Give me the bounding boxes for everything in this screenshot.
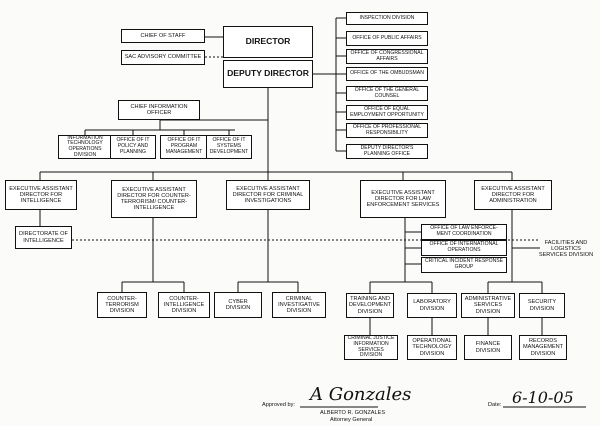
equal-employment-box: OFFICE OF EQUAL EMPLOYMENT OPPORTUNITY <box>346 105 428 120</box>
ead-counterterrorism-box: EXECUTIVE ASSISTANT DIRECTOR FOR COUNTER… <box>111 180 197 218</box>
director-box: DIRECTOR <box>223 26 313 58</box>
it-systems-box: OFFICE OF IT SYSTEMS DEVELOPMENT <box>206 135 252 159</box>
criminal-investigative-division-box: CRIMINAL INVESTIGATIVE DIVISION <box>272 292 326 318</box>
sac-advisory-box: SAC ADVISORY COMMITTEE <box>121 50 205 65</box>
signature: A Gonzales <box>310 384 412 405</box>
training-development-box: TRAINING AND DEVELOPMENT DIVISION <box>346 293 394 318</box>
facilities-logistics-box: FACILITIES AND LOGISTICS SERVICES DIVISI… <box>538 239 594 259</box>
it-program-box: OFFICE OF IT PROGRAM MANAGEMENT <box>160 135 208 159</box>
cio-box: CHIEF INFORMATION OFFICER <box>118 100 200 120</box>
ead-administration-box: EXECUTIVE ASSISTANT DIRECTOR FOR ADMINIS… <box>474 180 552 210</box>
law-enforcement-coordination-box: OFFICE OF LAW ENFORCE-MENT COORDINATION <box>421 224 507 240</box>
counterterrorism-division-box: COUNTER-TERRORISM DIVISION <box>97 292 147 318</box>
approved-by-label: Approved by: <box>262 402 295 408</box>
congressional-affairs-box: OFFICE OF CONGRESSIONAL AFFAIRS <box>346 49 428 64</box>
international-operations-box: OFFICE OF INTERNATIONAL OPERATIONS <box>421 240 507 256</box>
inspection-division-box: INSPECTION DIVISION <box>346 12 428 25</box>
laboratory-box: LABORATORY DIVISION <box>407 293 457 318</box>
planning-office-box: DEPUTY DIRECTOR'S PLANNING OFFICE <box>346 144 428 159</box>
deputy-director-box: DEPUTY DIRECTOR <box>223 60 313 88</box>
date-label: Date: <box>488 402 502 408</box>
professional-responsibility-box: OFFICE OF PROFESSIONAL RESPONSIBILITY <box>346 123 428 138</box>
public-affairs-box: OFFICE OF PUBLIC AFFAIRS <box>346 31 428 46</box>
ead-criminal-box: EXECUTIVE ASSISTANT DIRECTOR FOR CRIMINA… <box>226 180 310 210</box>
directorate-intelligence-box: DIRECTORATE OF INTELLIGENCE <box>15 226 72 249</box>
records-management-box: RECORDS MANAGEMENT DIVISION <box>519 335 567 360</box>
ead-law-enforcement-box: EXECUTIVE ASSISTANT DIRECTOR FOR LAW ENF… <box>360 180 446 218</box>
administrative-services-box: ADMINISTRATIVE SERVICES DIVISION <box>461 293 515 318</box>
cjis-box: CRIMINAL JUSTICE INFORMATION SERVICES DI… <box>344 335 398 360</box>
operational-technology-box: OPERATIONAL TECHNOLOGY DIVISION <box>407 335 457 360</box>
date-value: 6-10-05 <box>512 388 574 407</box>
chief-of-staff-box: CHIEF OF STAFF <box>121 29 205 43</box>
cyber-division-box: CYBER DIVISION <box>214 292 262 318</box>
approver-name: ALBERTO R. GONZALES <box>320 410 386 416</box>
finance-division-box: FINANCE DIVISION <box>464 335 512 360</box>
ombudsman-box: OFFICE OF THE OMBUDSMAN <box>346 67 428 81</box>
critical-incident-box: CRITICAL INCIDENT RESPONSE GROUP <box>421 257 507 273</box>
counterintelligence-division-box: COUNTER-INTELLIGENCE DIVISION <box>158 292 210 318</box>
ead-intelligence-box: EXECUTIVE ASSISTANT DIRECTOR FOR INTELLI… <box>5 180 77 210</box>
it-policy-box: OFFICE OF IT POLICY AND PLANNING <box>110 135 156 159</box>
it-operations-box: INFORMATION TECHNOLOGY OPERATIONS DIVISI… <box>58 135 112 159</box>
security-division-box: SECURITY DIVISION <box>519 293 565 318</box>
approver-role: Attorney General <box>330 417 373 423</box>
general-counsel-box: OFFICE OF THE GENERAL COUNSEL <box>346 86 428 101</box>
